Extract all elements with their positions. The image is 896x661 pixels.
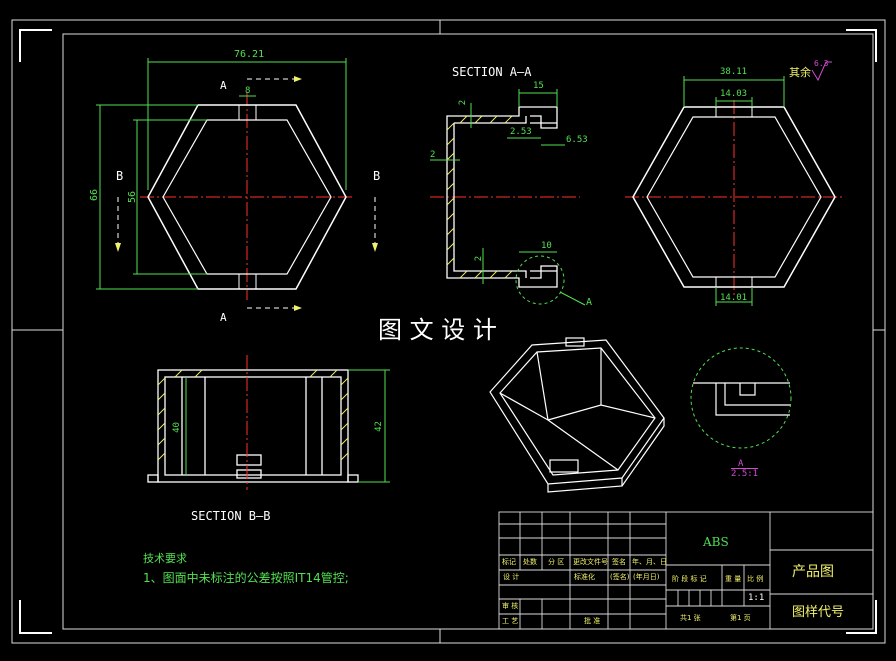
dim-42-label: 42 [373, 421, 384, 432]
tb-header-date: 年、月、日 [632, 558, 667, 566]
section-aa-view [430, 89, 586, 306]
tb-scale-value: 1:1 [748, 593, 765, 603]
section-aa-title: SECTION A—A [452, 65, 532, 79]
dim-width-label: 76.21 [234, 49, 265, 60]
detail-a-view [690, 347, 792, 449]
tb-standardize: 标准化 [574, 573, 595, 581]
tb-sheets-total: 共1 张 [680, 614, 701, 622]
notes-item-1: 1、图面中未标注的公差按照IT14管控; [143, 571, 349, 585]
tb-stage-marks: 阶 段 标 记 [672, 575, 707, 583]
right-view [625, 61, 845, 306]
tb-header-count: 处数 [523, 558, 537, 566]
section-marker-bottom: A [220, 311, 227, 324]
top-view [96, 58, 378, 311]
rest-note-label: 其余 [789, 66, 811, 79]
tb-header-mark: 标记 [502, 558, 516, 566]
tb-review: 审 核 [502, 602, 519, 610]
drawing-frame [11, 19, 886, 644]
section-marker-right: B [373, 169, 381, 183]
tb-header-change: 更改文件号 [573, 558, 608, 566]
detail-scale: 2.5:1 [731, 469, 759, 479]
section-marker-top: A [220, 79, 227, 92]
dim-height-inner-label: 56 [127, 190, 139, 204]
dim-2-top-label: 2 [458, 99, 469, 106]
tb-weight: 重 量 [725, 575, 742, 583]
dim-height-outer-label: 66 [89, 188, 101, 202]
watermark-text: 图 文 设 计 [374, 318, 501, 342]
isometric-view [489, 337, 665, 493]
dim-1403-label: 14.03 [720, 89, 748, 99]
drawing-code-label: 图样代号 [792, 605, 845, 620]
dim-10-label: 10 [541, 241, 552, 251]
tb-header-zone: 分 区 [548, 558, 565, 566]
tb-design: 设 计 [503, 573, 520, 581]
dim-253-label: 2.53 [510, 127, 532, 137]
dim-2-left-label: 2 [430, 150, 436, 160]
tb-sheet-no: 第1 页 [730, 614, 751, 622]
dim-2-bottom-label: 2 [474, 255, 485, 262]
dim-15-label: 15 [533, 81, 544, 91]
product-type-label: 产品图 [792, 564, 834, 580]
tb-process: 工 艺 [502, 617, 519, 625]
dim-653-label: 6.53 [566, 135, 588, 145]
tb-sign: (签名) [610, 573, 630, 581]
tb-header-sign: 签名 [612, 558, 626, 566]
dim-tab-label: 8 [245, 86, 251, 96]
dim-3811-label: 38.11 [720, 67, 748, 77]
detail-ref-label: A [586, 297, 593, 308]
notes-heading: 技术要求 [143, 552, 187, 565]
section-marker-left: B [116, 169, 124, 183]
roughness-label: 6.3 [814, 59, 829, 68]
corner-marks [19, 29, 877, 634]
tb-date: (年月日) [633, 573, 660, 581]
section-bb-view [147, 355, 390, 490]
material-label: ABS [703, 535, 729, 549]
title-block-lines [498, 511, 874, 630]
tb-ratio: 比 例 [747, 575, 764, 583]
section-bb-title: SECTION B—B [191, 509, 271, 523]
dim-1401-label: 14.01 [720, 293, 748, 303]
detail-ref: A [738, 459, 744, 469]
dim-40-label: 40 [171, 422, 182, 433]
tb-approve: 批 准 [584, 617, 601, 625]
